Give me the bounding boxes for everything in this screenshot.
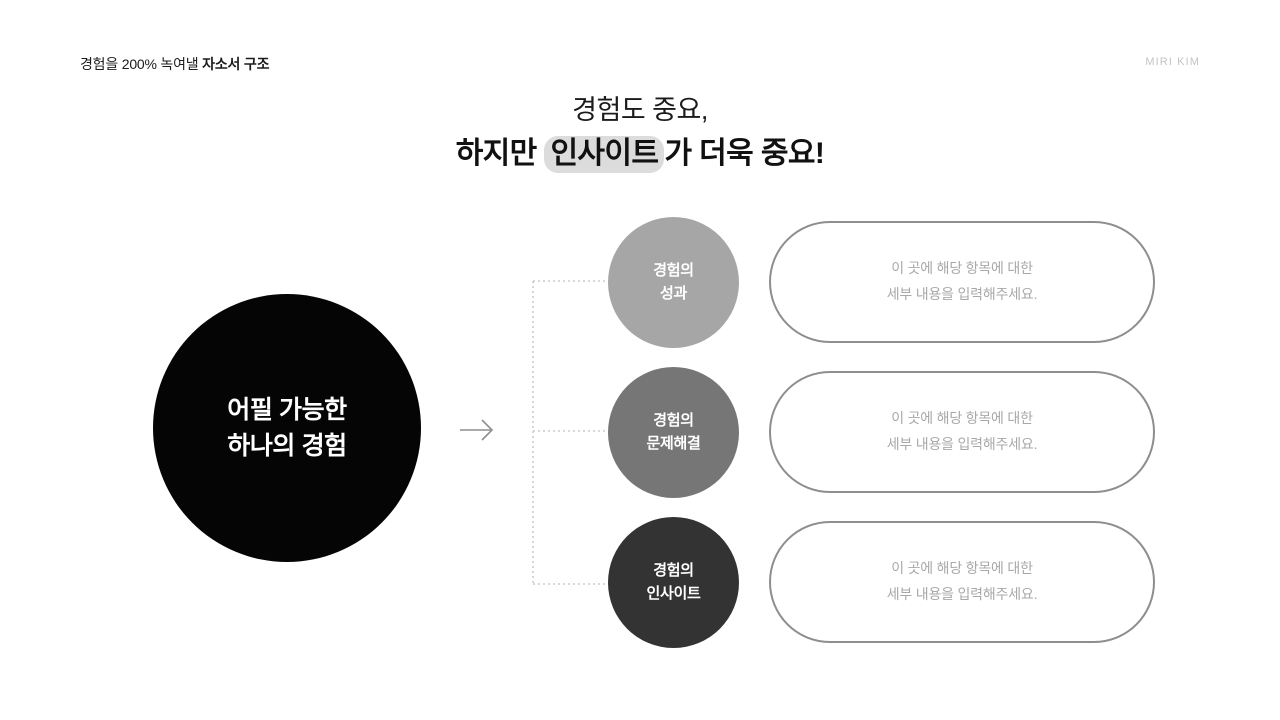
stage-detail-box-3[interactable]: 이 곳에 해당 항목에 대한 세부 내용을 입력해주세요.: [769, 521, 1155, 643]
stage-circle-1-line-2: 성과: [659, 285, 687, 302]
slide-header-title: 경험을 200% 녹여낼 자소서 구조: [80, 54, 269, 74]
stage-detail-box-3-line-1: 이 곳에 해당 항목에 대한: [891, 560, 1033, 577]
stage-circle-1-line-1: 경험의: [653, 261, 694, 279]
stage-detail-box-1-line-2: 세부 내용을 입력해주세요.: [886, 286, 1038, 302]
title-line-1: 경험도 중요,: [572, 95, 708, 125]
hero-circle: 어필 가능한 하나의 경험: [153, 294, 421, 562]
hero-circle-line-1: 어필 가능한: [227, 395, 347, 424]
stage-circle-3[interactable]: 경험의 인사이트: [608, 516, 739, 648]
header-title-normal: 경험을 200% 녹여낼: [80, 56, 203, 72]
stage-circle-3-line-2: 인사이트: [646, 585, 701, 602]
stage-detail-box-1-line-1: 이 곳에 해당 항목에 대한: [891, 260, 1033, 277]
stage-row: 경험의 인사이트 이 곳에 해당 항목에 대한 세부 내용을 입력해주세요.: [608, 516, 1160, 648]
stage-detail-box-2-line-1: 이 곳에 해당 항목에 대한: [891, 410, 1033, 427]
stage-row: 경험의 문제해결 이 곳에 해당 항목에 대한 세부 내용을 입력해주세요.: [608, 366, 1160, 498]
title-line-2-after: 가 더욱 중요!: [664, 136, 825, 170]
stage-detail-box-2[interactable]: 이 곳에 해당 항목에 대한 세부 내용을 입력해주세요.: [769, 371, 1155, 493]
stage-circle-2[interactable]: 경험의 문제해결: [608, 366, 739, 498]
stage-detail-box-1[interactable]: 이 곳에 해당 항목에 대한 세부 내용을 입력해주세요.: [769, 221, 1155, 343]
flow-arrow-icon: [458, 414, 498, 446]
hero-circle-line-2: 하나의 경험: [227, 432, 347, 460]
slide-author: MIRI KIM: [1145, 56, 1200, 68]
stage-detail-box-2-line-2: 세부 내용을 입력해주세요.: [886, 436, 1038, 452]
title-line-2-before: 하지만: [455, 136, 545, 170]
dotted-bracket-connector: [528, 270, 620, 595]
stage-circle-1[interactable]: 경험의 성과: [608, 216, 739, 348]
stage-row: 경험의 성과 이 곳에 해당 항목에 대한 세부 내용을 입력해주세요.: [608, 216, 1160, 348]
stage-circle-2-line-1: 경험의: [653, 411, 694, 429]
header-title-bold: 자소서 구조: [202, 56, 270, 72]
title-highlight: 인사이트: [544, 135, 665, 173]
stage-circle-2-line-2: 문제해결: [646, 435, 701, 452]
stage-detail-box-3-line-2: 세부 내용을 입력해주세요.: [886, 586, 1038, 602]
stage-circle-3-line-1: 경험의: [653, 561, 694, 579]
